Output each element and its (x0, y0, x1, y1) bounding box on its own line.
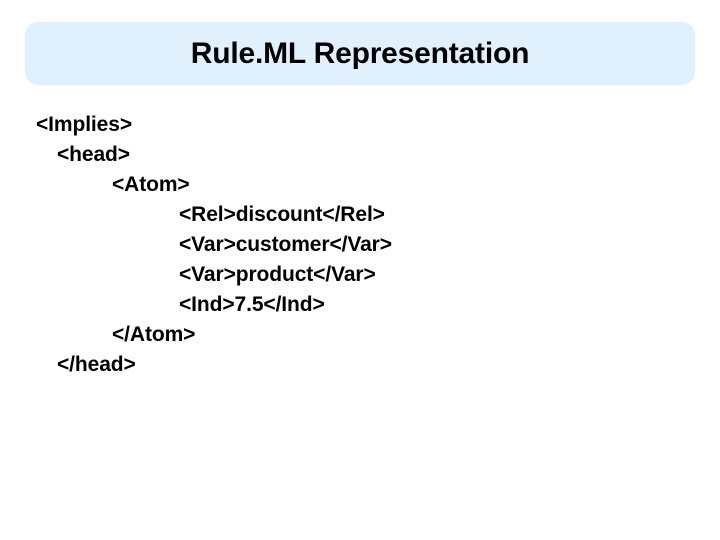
code-line: <Var>customer</Var> (179, 233, 392, 256)
title-banner: Rule.ML Representation (25, 22, 695, 85)
code-line: <Rel>discount</Rel> (179, 203, 385, 226)
page-title: Rule.ML Representation (190, 36, 530, 70)
code-line: <Atom> (112, 173, 190, 196)
code-line: <head> (57, 143, 130, 166)
code-line: <Ind>7.5</Ind> (179, 293, 325, 316)
code-line: </Atom> (112, 323, 196, 346)
code-line: <Implies> (36, 113, 132, 136)
code-line: </head> (57, 353, 136, 376)
code-line: <Var>product</Var> (179, 263, 376, 286)
ruleml-code-block: <Implies> <head> <Atom> <Rel>discount</R… (0, 110, 720, 380)
